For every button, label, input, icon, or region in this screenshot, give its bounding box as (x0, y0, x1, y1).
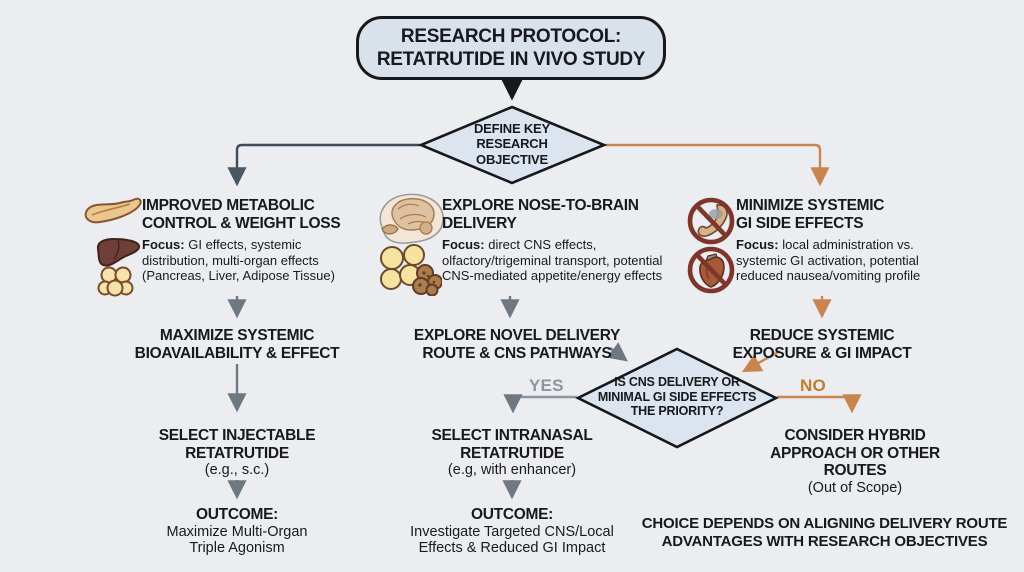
arrow-mid-to-priority-diamond (606, 342, 628, 362)
connector-no (777, 394, 862, 414)
yes-label: YES (529, 376, 564, 395)
title-line: RETATRUTIDE IN VIVO STUDY (376, 49, 646, 70)
decision-objective-diamond (417, 105, 608, 185)
adipose-tissue-icon (97, 266, 134, 297)
no-heart-icon (687, 246, 735, 294)
connector-right-branch (605, 143, 830, 187)
title-node: RESEARCH PROTOCOL: RETATRUTIDE IN VIVO S… (356, 16, 666, 80)
brain-nasal-icon (379, 193, 444, 244)
node-select-injectable: SELECT INJECTABLE RETATRUTIDE (e.g., s.c… (158, 427, 316, 478)
cell-cluster-icon (380, 244, 442, 296)
branch-nose-to-brain-heading: EXPLORE NOSE-TO-BRAIN DELIVERY (442, 197, 639, 232)
step-explore-novel-route: EXPLORE NOVEL DELIVERY ROUTE & CNS PATHW… (413, 327, 621, 362)
branch-metabolic-heading: IMPROVED METABOLIC CONTROL & WEIGHT LOSS (142, 197, 341, 232)
branch-gi: MINIMIZE SYSTEMIC GI SIDE EFFECTS Focus:… (736, 197, 946, 284)
node-consider-hybrid: CONSIDER HYBRID APPROACH OR OTHER ROUTES… (770, 427, 940, 496)
branch-nose-to-brain: EXPLORE NOSE-TO-BRAIN DELIVERY Focus: di… (442, 197, 702, 284)
arrow-right-to-priority-diamond (741, 349, 781, 373)
decision-objective-label: DEFINE KEY RESEARCH OBJECTIVE (473, 121, 550, 167)
connector-left-branch (227, 143, 420, 187)
no-label: NO (800, 376, 826, 395)
node-select-intranasal: SELECT INTRANASAL RETATRUTIDE (e.g, with… (431, 427, 593, 478)
branch-nose-to-brain-focus: Focus: direct CNS effects, olfactory/tri… (442, 237, 663, 284)
pancreas-icon (84, 197, 142, 224)
decision-priority-label: IS CNS DELIVERY OR MINIMAL GI SIDE EFFEC… (597, 375, 757, 419)
branch-gi-heading: MINIMIZE SYSTEMIC GI SIDE EFFECTS (736, 197, 885, 232)
outcome-metabolic: OUTCOME: Maximize Multi-Organ Triple Ago… (166, 506, 308, 557)
liver-icon (96, 237, 141, 267)
decision-priority-diamond (575, 347, 779, 449)
branch-gi-focus: Focus: local administration vs. systemic… (736, 237, 921, 284)
branch-metabolic: IMPROVED METABOLIC CONTROL & WEIGHT LOSS… (142, 197, 342, 284)
branch-metabolic-focus: Focus: GI effects, systemic distribution… (142, 237, 335, 284)
connector-yes (503, 394, 577, 414)
step-maximize-bioavailability: MAXIMIZE SYSTEMIC BIOAVAILABILITY & EFFE… (134, 327, 340, 362)
no-stomach-icon (687, 197, 735, 245)
footnote: CHOICE DEPENDS ON ALIGNING DELIVERY ROUT… (641, 515, 1008, 551)
title-line: RESEARCH PROTOCOL: (400, 25, 622, 47)
step-reduce-exposure: REDUCE SYSTEMIC EXPOSURE & GI IMPACT (732, 327, 912, 362)
outcome-nose-to-brain: OUTCOME: Investigate Targeted CNS/Local … (410, 506, 614, 557)
